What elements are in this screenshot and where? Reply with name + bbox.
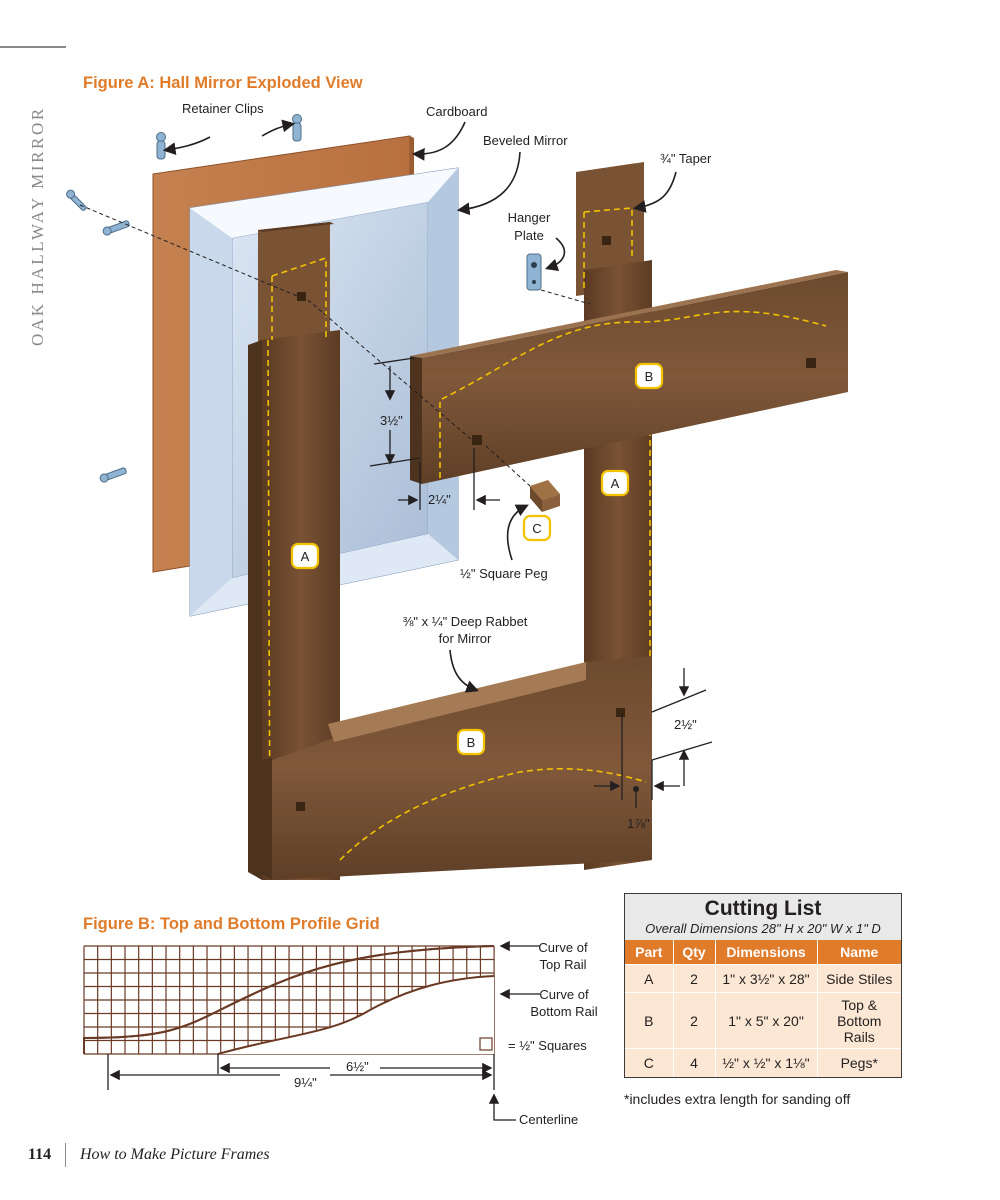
left-stile <box>248 222 340 880</box>
label-beveled-mirror: Beveled Mirror <box>483 133 568 148</box>
figure-b-title: Figure B: Top and Bottom Profile Grid <box>83 915 380 933</box>
cell-qty: 2 <box>673 992 716 1049</box>
label-retainer-clips: Retainer Clips <box>182 101 264 116</box>
book-title: How to Make Picture Frames <box>80 1146 270 1163</box>
cell-part: B <box>625 992 674 1049</box>
label-rabbet-line2: for Mirror <box>438 631 492 646</box>
dimension-9-25: 9¼" <box>294 1075 317 1090</box>
label-taper: ¾" Taper <box>660 151 712 166</box>
part-tag-a-left: A <box>300 549 310 564</box>
cell-qty: 2 <box>673 964 716 993</box>
page-number: 114 <box>28 1146 52 1163</box>
label-square-peg: ½" Square Peg <box>460 566 548 581</box>
cell-part: C <box>625 1048 674 1077</box>
figure-a-illustration <box>66 114 848 880</box>
label-curve-top-line2: Top Rail <box>539 957 587 972</box>
label-curve-bottom-line2: Bottom Rail <box>530 1004 598 1019</box>
dimension-2-25: 2¼" <box>428 492 451 507</box>
label-half-inch-squares: = ½" Squares <box>508 1038 587 1053</box>
column-header-part: Part <box>625 940 674 965</box>
label-hanger-plate-line2: Plate <box>514 228 544 243</box>
table-row: C 4 ½" x ½" x 1⅛" Pegs* <box>625 1048 901 1077</box>
part-tag-b-bottom: B <box>466 735 476 750</box>
cutting-list-table: Cutting List Overall Dimensions 28" H x … <box>624 893 902 1078</box>
hanger-plate <box>526 253 542 291</box>
column-header-qty: Qty <box>673 940 716 965</box>
cell-dimensions: 1" x 5" x 20" <box>715 992 818 1049</box>
dimension-2-5: 2½" <box>674 717 697 732</box>
label-cardboard: Cardboard <box>426 104 488 119</box>
table-header-row: Part Qty Dimensions Name <box>625 940 901 965</box>
leader-arrows <box>162 119 677 693</box>
column-header-dimensions: Dimensions <box>715 940 818 965</box>
cell-name: Side Stiles <box>817 964 901 993</box>
part-tag-c: C <box>532 521 542 536</box>
cutting-list-title: Cutting List <box>704 897 822 920</box>
cell-part: A <box>625 964 674 993</box>
cell-dimensions: 1" x 3½" x 28" <box>715 964 818 993</box>
cell-name: Top & Bottom Rails <box>817 992 901 1049</box>
label-curve-top-line1: Curve of <box>538 940 588 955</box>
label-centerline: Centerline <box>519 1112 579 1127</box>
part-tag-b-top: B <box>644 369 654 384</box>
dimension-3-5: 3½" <box>380 413 403 428</box>
cutting-list-grid: Part Qty Dimensions Name A 2 1" x 3½" x … <box>625 940 901 1077</box>
table-row: B 2 1" x 5" x 20" Top & Bottom Rails <box>625 992 901 1049</box>
label-rabbet-line1: ⅜" x ¼" Deep Rabbet <box>402 614 528 629</box>
cell-qty: 4 <box>673 1048 716 1077</box>
part-tag-a-right: A <box>610 476 620 491</box>
figure-b-grid-diagram <box>83 940 540 1121</box>
cutting-list-footnote: *includes extra length for sanding off <box>624 1091 851 1107</box>
cell-name: Pegs* <box>817 1048 901 1077</box>
dimension-6-5: 6½" <box>346 1059 369 1074</box>
cell-dimensions: ½" x ½" x 1⅛" <box>715 1048 818 1077</box>
square-peg <box>530 480 560 512</box>
figure-a-title: Figure A: Hall Mirror Exploded View <box>83 74 363 92</box>
table-row: A 2 1" x 3½" x 28" Side Stiles <box>625 964 901 993</box>
part-tags <box>290 362 664 756</box>
bottom-rail <box>262 656 652 880</box>
label-hanger-plate-line1: Hanger <box>507 210 551 225</box>
cutting-list-subtitle: Overall Dimensions 28" H x 20" W x 1" D <box>645 921 881 936</box>
column-header-name: Name <box>817 940 901 965</box>
label-curve-bottom-line1: Curve of <box>539 987 589 1002</box>
footer-divider <box>65 1143 66 1167</box>
dimension-lines <box>369 357 713 808</box>
dimension-1-875: 1⅞" <box>627 816 650 831</box>
side-rule <box>0 46 66 48</box>
